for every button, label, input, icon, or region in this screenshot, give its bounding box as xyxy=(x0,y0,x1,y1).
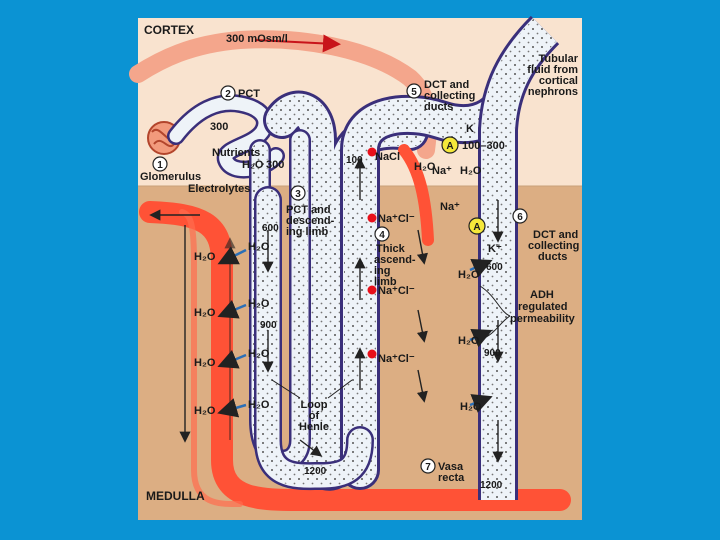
n300-h2o: 300 xyxy=(266,159,284,171)
n100-300: 100–300 xyxy=(462,140,505,152)
k-label: K xyxy=(466,123,474,135)
svg-text:3: 3 xyxy=(295,189,301,200)
osm-300-label: 300 mOsm/l xyxy=(226,33,288,45)
n900-cd: 900 xyxy=(484,348,501,359)
step-5-line1: DCT and xyxy=(424,79,469,91)
h2o-dct-2: H₂O xyxy=(460,165,482,177)
cortex-label: CORTEX xyxy=(144,23,194,37)
tubular-fluid-line1: Tubular xyxy=(538,53,578,65)
k-plus-mid: K⁺ xyxy=(488,243,502,255)
step-6-line1: DCT and xyxy=(533,229,578,241)
nacl-charged-1: Na⁺Cl⁻ xyxy=(378,213,415,225)
medulla-label: MEDULLA xyxy=(146,489,205,503)
h2o-pct-label: H₂O xyxy=(242,159,264,171)
na-plus-mid: Na⁺ xyxy=(440,201,460,213)
glomerulus-label: Glomerulus xyxy=(140,171,201,183)
n600-desc: 600 xyxy=(262,223,279,234)
nutrients-label: Nutrients xyxy=(212,147,260,159)
atp-pump-top: A xyxy=(441,136,459,154)
adh-line3: permeability xyxy=(510,313,576,325)
na-plus-dct: Na⁺ xyxy=(432,165,452,177)
h2o-cd-2: H₂O xyxy=(458,335,480,347)
loop-bottom-dots xyxy=(257,189,371,487)
step-6-line3: ducts xyxy=(538,251,567,263)
adh-line2: regulated xyxy=(518,301,568,313)
svg-text:6: 6 xyxy=(517,212,523,223)
nacl-charged-2: Na⁺Cl⁻ xyxy=(378,285,415,297)
nacl-pumps xyxy=(367,147,377,359)
vasa-recta-inner xyxy=(179,209,243,508)
step-3-line3: ing limb xyxy=(286,226,328,238)
h2o-desc-1: H₂O xyxy=(248,241,270,253)
collecting-duct-dots xyxy=(482,18,557,500)
n100-label: 100 xyxy=(346,155,363,166)
step-3-line1: PCT and xyxy=(286,204,331,216)
h2o-vr-4: H₂O xyxy=(194,405,216,417)
nacl-charged-3: Na⁺Cl⁻ xyxy=(378,353,415,365)
step-1-marker: 1 xyxy=(152,156,168,172)
nacl-pump-3 xyxy=(367,285,377,295)
loop-line2: of xyxy=(309,410,320,422)
adh-pointer xyxy=(479,285,511,341)
nacl-top: NaCl xyxy=(375,151,400,163)
step-5-line2: collecting xyxy=(424,90,475,102)
step-4-line4: limb xyxy=(374,276,397,288)
step-5-line3: ducts xyxy=(424,101,453,113)
svg-text:A: A xyxy=(473,222,480,233)
step-6-marker: 6 xyxy=(512,208,528,224)
h2o-vr-1: H₂O xyxy=(194,251,216,263)
h2o-vr-2: H₂O xyxy=(194,307,216,319)
step-2-marker: 2 xyxy=(220,85,236,101)
ascending-red-vessel xyxy=(398,144,434,246)
adh-line1: ADH xyxy=(530,289,554,301)
step-6-line2: collecting xyxy=(528,240,579,252)
svg-text:2: 2 xyxy=(225,89,231,100)
step-7-line1: Vasa xyxy=(438,461,464,473)
h2o-cd-1: H₂O xyxy=(458,269,480,281)
svg-text:5: 5 xyxy=(411,87,417,98)
vessel-arrow-top xyxy=(254,34,341,53)
loop-line1: Loop xyxy=(301,399,328,411)
h2o-cd-3: H₂O xyxy=(460,401,482,413)
loop-line3: Henle xyxy=(299,421,329,433)
tubular-fluid-line2: fluid from xyxy=(527,64,578,76)
tubular-fluid-line4: nephrons xyxy=(528,86,578,98)
h2o-exit-arrows xyxy=(217,246,493,418)
atp-pump-mid: A xyxy=(468,217,486,235)
step-7-marker: 7 xyxy=(420,458,436,474)
h2o-vr-3: H₂O xyxy=(194,357,216,369)
step-3-line2: descend- xyxy=(286,215,335,227)
step-7-line2: recta xyxy=(438,472,465,484)
step-4-marker: 4 xyxy=(374,226,390,242)
n1200-loop: 1200 xyxy=(304,466,327,477)
nacl-pump-1 xyxy=(367,147,377,157)
step-2-label: PCT xyxy=(238,88,260,100)
h2o-desc-2: H₂O xyxy=(248,298,270,310)
step-4-line2: ascend- xyxy=(374,254,416,266)
h2o-dct-1: H₂O xyxy=(414,161,436,173)
step-5-marker: 5 xyxy=(406,83,422,99)
n300-pct: 300 xyxy=(210,121,228,133)
step-4-line1: Thick xyxy=(376,243,406,255)
pct-tubule-lumen xyxy=(169,96,283,177)
svg-text:7: 7 xyxy=(425,462,431,473)
nacl-pump-2 xyxy=(367,213,377,223)
svg-text:4: 4 xyxy=(379,230,385,241)
n1200-cd: 1200 xyxy=(480,480,503,491)
tubular-fluid-line3: cortical xyxy=(539,75,578,87)
loop-pointers xyxy=(271,379,353,399)
n900-desc: 900 xyxy=(260,320,277,331)
h2o-desc-4: H₂O xyxy=(248,399,270,411)
electrolytes-label: Electrolytes xyxy=(188,183,250,195)
svg-text:1: 1 xyxy=(157,160,163,171)
step-4-line3: ing xyxy=(374,265,391,277)
n600-cd: 600 xyxy=(486,262,503,273)
nacl-pump-4 xyxy=(367,349,377,359)
step-3-marker: 3 xyxy=(290,185,306,201)
svg-text:A: A xyxy=(446,141,453,152)
h2o-desc-3: H₂O xyxy=(248,348,270,360)
